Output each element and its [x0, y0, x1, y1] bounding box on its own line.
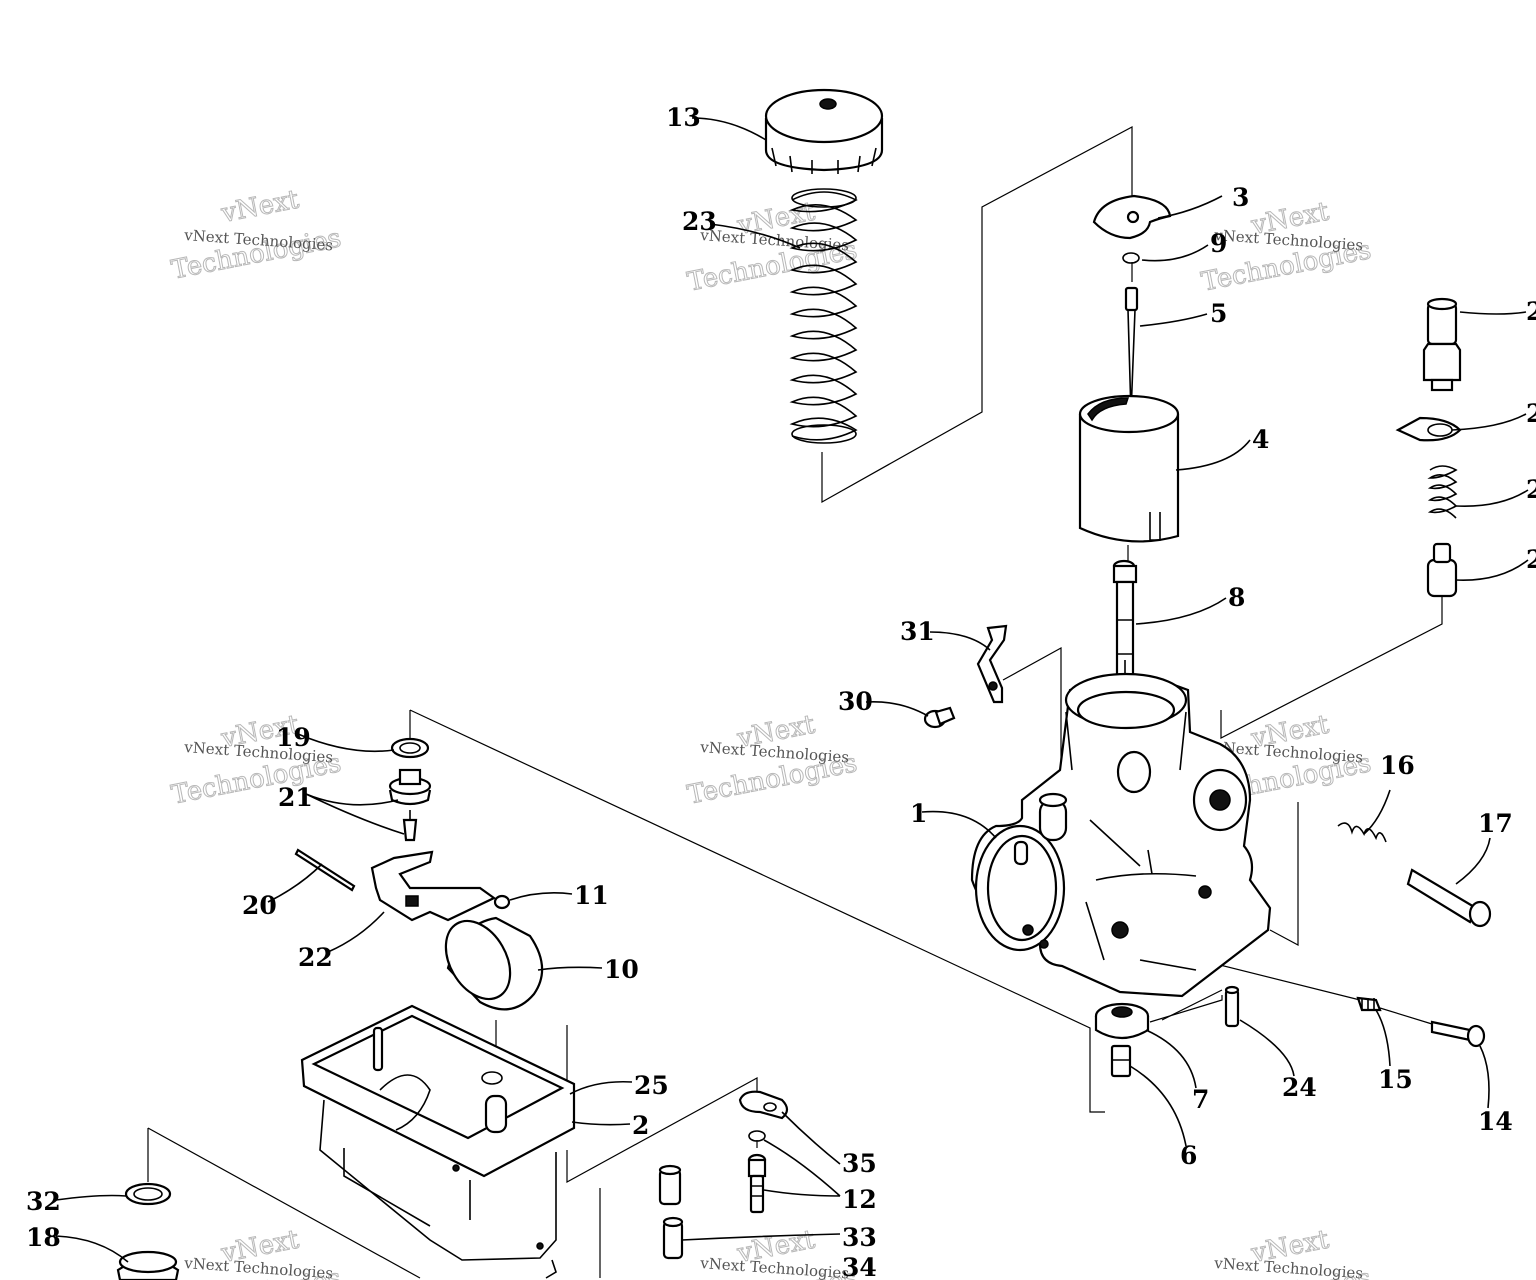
float-part	[444, 916, 544, 1011]
callout-6: 6	[1180, 1141, 1197, 1170]
clip-part	[1122, 252, 1140, 264]
watermark-line1: vNext	[218, 185, 302, 230]
callout-31: 31	[900, 617, 935, 646]
main-jet-part	[1110, 1044, 1132, 1078]
callout-30: 30	[838, 687, 873, 716]
leader-lines	[55, 117, 1529, 1263]
bolt-part	[1224, 985, 1240, 1028]
callout-17: 17	[1478, 809, 1513, 838]
retainer-plate-part	[1092, 194, 1172, 240]
callout-12: 12	[842, 1185, 877, 1214]
callout-11: 11	[574, 881, 609, 910]
callout-10: 10	[604, 955, 639, 984]
callout-32: 32	[26, 1187, 61, 1216]
callout-14: 14	[1478, 1107, 1513, 1136]
callout-35: 35	[842, 1149, 877, 1178]
callout-15: 15	[1378, 1065, 1413, 1094]
fitting-part	[1356, 996, 1382, 1012]
cap-part	[764, 88, 884, 174]
callout-16: 16	[1380, 751, 1415, 780]
callout-numbers: 1 2 3 4 5 6 7 8 9 10 11 12 13 14 15 16 1…	[26, 103, 1536, 1280]
float-tip-part	[493, 894, 511, 910]
callout-33: 33	[842, 1223, 877, 1252]
callout-19: 19	[276, 723, 311, 752]
callout-24: 24	[1282, 1073, 1317, 1102]
idle-spring-part	[1337, 822, 1387, 843]
callout-25: 25	[634, 1071, 669, 1100]
callout-2-right-b: 2	[1526, 399, 1536, 428]
callout-3: 3	[1232, 183, 1249, 212]
screw-part	[923, 706, 956, 729]
needle-valve-part	[388, 768, 432, 842]
callout-34: 34	[842, 1253, 877, 1280]
adjuster-part	[1422, 297, 1462, 392]
sleeve-part	[658, 1164, 684, 1260]
callout-21: 21	[278, 783, 313, 812]
watermark-caption: vNext Technologies	[183, 738, 334, 766]
callout-8: 8	[1228, 583, 1245, 612]
carburetor-body-part	[970, 672, 1272, 998]
callout-4: 4	[1252, 425, 1269, 454]
callout-2-right-c: 2	[1526, 475, 1536, 504]
jet-holder-part	[1112, 559, 1138, 684]
callout-7: 7	[1192, 1085, 1209, 1114]
callout-22: 22	[298, 943, 333, 972]
spring-part	[789, 188, 858, 444]
callout-2-right-a: 2	[1526, 297, 1536, 326]
callout-18: 18	[26, 1223, 61, 1252]
callout-2-right-d: 2	[1526, 545, 1536, 574]
bracket-part	[976, 624, 1008, 704]
float-pin-part	[294, 848, 356, 892]
callout-20: 20	[242, 891, 277, 920]
callout-9: 9	[1210, 229, 1227, 258]
throttle-slide-part	[1078, 394, 1180, 543]
washer-tab-part	[1395, 416, 1462, 442]
idle-screw-part	[1406, 868, 1492, 928]
bowl-screw-part	[747, 1130, 767, 1214]
washer-part	[390, 737, 430, 759]
callout-23: 23	[682, 207, 717, 236]
drain-plug-part	[116, 1250, 180, 1280]
air-screw-part	[1430, 1020, 1486, 1048]
bowl-clip-part	[738, 1090, 789, 1120]
right-spring-part	[1427, 465, 1458, 519]
float-arm-part	[370, 850, 497, 922]
drain-oring-part	[124, 1182, 172, 1206]
callout-2: 2	[632, 1111, 649, 1140]
float-bowl-part	[300, 1004, 576, 1279]
watermark-caption: vNext Technologies	[699, 738, 850, 766]
jet-nut-part	[1094, 1002, 1150, 1040]
callout-5: 5	[1210, 299, 1227, 328]
callout-13: 13	[666, 103, 701, 132]
plunger-part	[1426, 542, 1458, 598]
callout-1: 1	[910, 799, 927, 828]
